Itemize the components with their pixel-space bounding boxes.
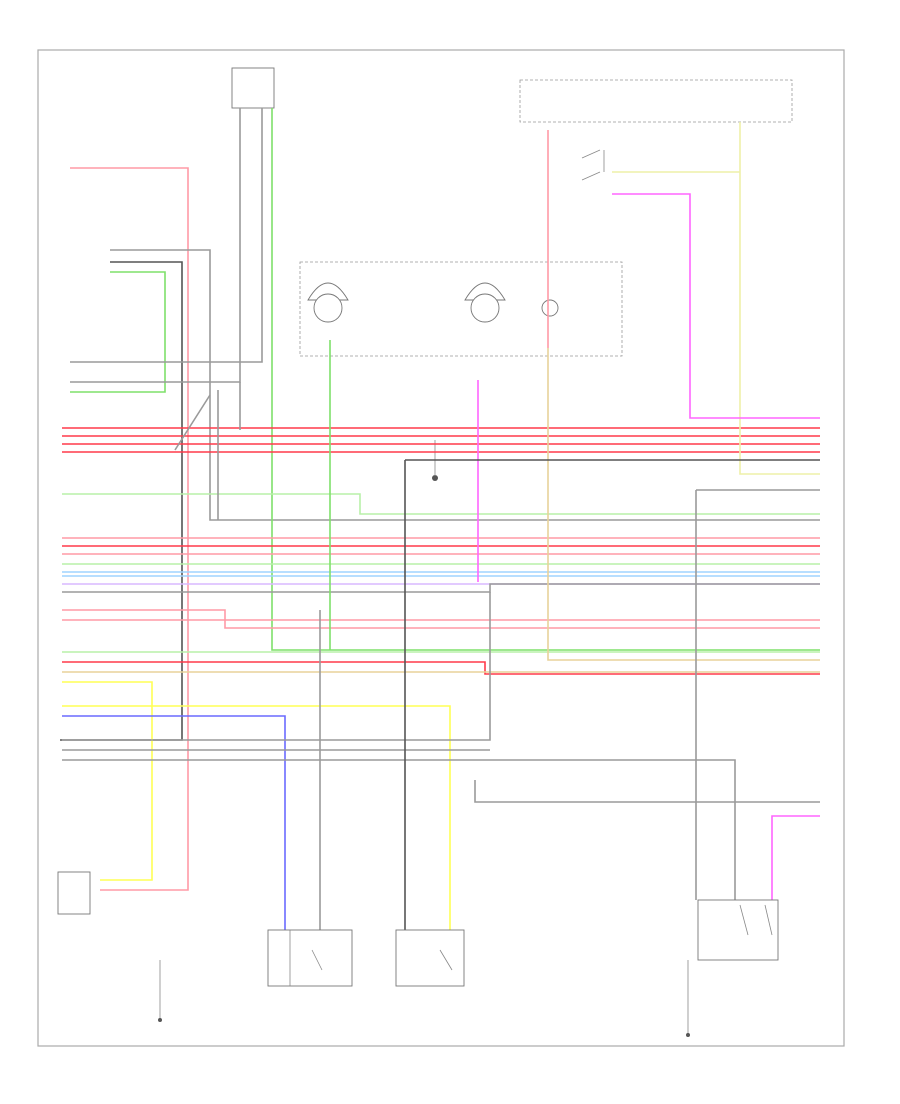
wire-yellow-26 xyxy=(62,681,153,881)
ground-symbol-center xyxy=(432,440,438,481)
wire-lightgreen-12 xyxy=(62,493,820,515)
gauge-2 xyxy=(464,282,506,301)
wire-gray-2 xyxy=(110,249,820,521)
wire-pink-21 xyxy=(62,609,820,629)
wire-gray-29 xyxy=(62,592,491,741)
wire-gray-32 xyxy=(474,780,820,803)
bottom-sensor-2 xyxy=(395,929,465,987)
wire-green-4 xyxy=(70,271,166,393)
wire-violet-37 xyxy=(612,193,820,419)
instrument-cluster-component xyxy=(299,261,623,357)
wire-red-24 xyxy=(62,661,820,675)
wire-lightyellow-35 xyxy=(739,122,820,475)
wire-tan-34 xyxy=(547,348,820,661)
wire-gray-6 xyxy=(70,108,241,383)
diagram-frame xyxy=(37,49,845,1047)
wire-violet-45 xyxy=(771,815,820,900)
fuse-block-component xyxy=(519,79,793,123)
wire-darkgray-3 xyxy=(60,261,183,741)
switch-component xyxy=(581,149,605,181)
wires-group xyxy=(60,108,820,935)
wire-gray-5 xyxy=(70,108,263,363)
left-bottom-module xyxy=(57,871,162,1022)
wire-yellow-27 xyxy=(62,705,451,935)
bottom-relay-1 xyxy=(267,929,353,987)
indicator-lamp xyxy=(541,299,559,317)
gauge-1 xyxy=(307,282,349,301)
wire-pink-1 xyxy=(70,167,189,891)
wire-green-7 xyxy=(271,108,820,651)
bottom-right-switch xyxy=(686,899,779,1037)
wire-gray-48 xyxy=(174,394,211,451)
wire-gray-31 xyxy=(62,759,736,900)
wire-blue-28 xyxy=(62,715,286,935)
wire-gray-20 xyxy=(62,583,820,593)
fuel-tank-sender-component xyxy=(231,67,275,130)
